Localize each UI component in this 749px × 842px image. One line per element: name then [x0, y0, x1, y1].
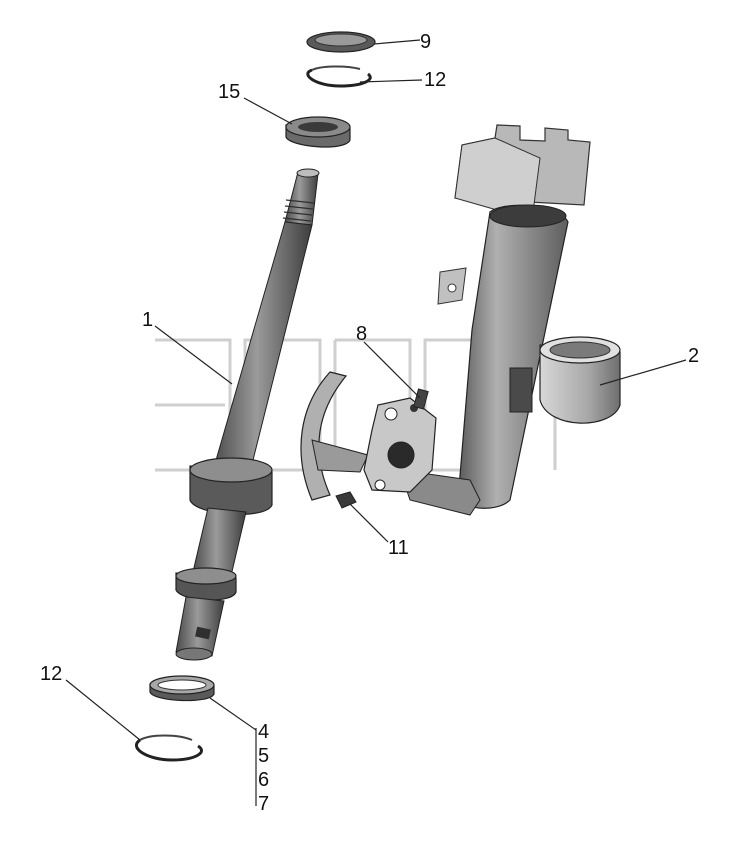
callout-12-top: 12: [424, 69, 446, 91]
leader-lines: [65, 39, 687, 806]
part-12-retaining-ring-top: [306, 65, 372, 88]
part-8-locking-lever: [300, 371, 437, 501]
callout-4: 4: [258, 721, 269, 743]
callout-5: 5: [258, 745, 269, 767]
part-2-clamp: [509, 336, 621, 424]
part-11-set-screw: [335, 491, 357, 509]
callout-6: 6: [258, 769, 269, 791]
callout-2: 2: [688, 345, 699, 367]
callout-8: 8: [356, 323, 367, 345]
part-2-column-housing: [399, 124, 591, 516]
callout-1: 1: [142, 309, 153, 331]
callout-7: 7: [258, 793, 269, 815]
part-12-retaining-ring-bottom: [135, 734, 204, 762]
part-4-7-ring-set: [149, 675, 215, 702]
callout-12-bottom: 12: [40, 663, 62, 685]
callout-15: 15: [218, 81, 240, 103]
part-15-bearing: [285, 116, 351, 148]
callout-9: 9: [420, 31, 431, 53]
part-1-shaft: [175, 168, 320, 661]
part-9-seal-ring: [306, 31, 376, 53]
callout-11: 11: [388, 537, 409, 559]
